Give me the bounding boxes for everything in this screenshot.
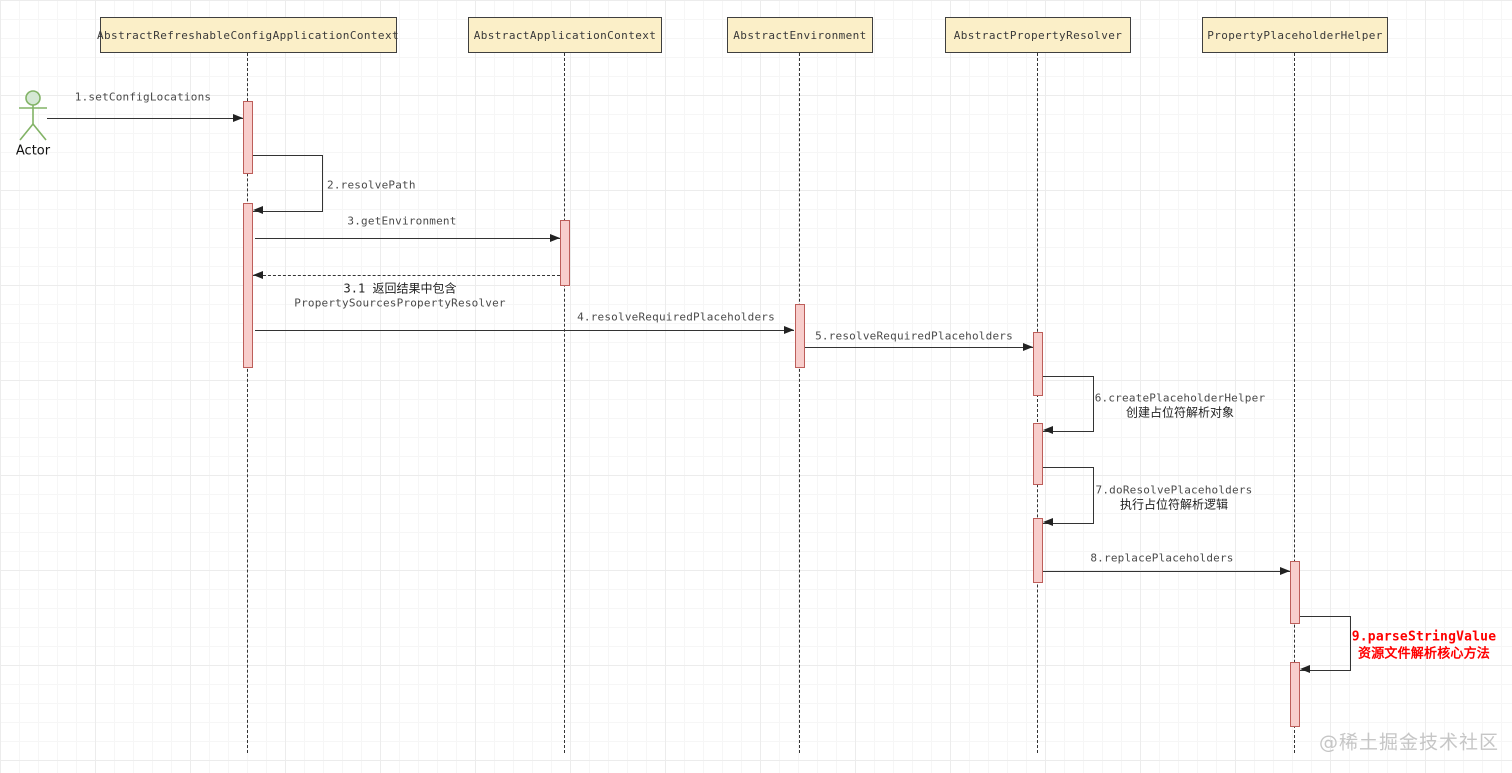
- arrowhead-message-1: [233, 114, 243, 122]
- message-label-9-sub: 资源文件解析核心方法: [1357, 646, 1491, 662]
- lifeline-line-4: [1294, 53, 1295, 753]
- activation-bar-3: [795, 304, 805, 368]
- message-7: [1043, 467, 1094, 524]
- lifeline-line-2: [799, 53, 800, 753]
- lifeline-header-3: AbstractPropertyResolver: [945, 17, 1131, 53]
- activation-bar-7: [1290, 561, 1300, 624]
- arrowhead-message-3-1: [253, 271, 263, 279]
- message-label-3-1-sub: PropertySourcesPropertyResolver: [294, 296, 506, 310]
- lifeline-header-label-1: AbstractApplicationContext: [473, 28, 657, 42]
- arrowhead-message-4: [784, 326, 794, 334]
- arrowhead-message-7: [1043, 518, 1053, 526]
- message-3: [255, 238, 560, 239]
- lifeline-header-2: AbstractEnvironment: [727, 17, 873, 53]
- message-label-4: 4.resolveRequiredPlaceholders: [577, 310, 775, 324]
- lifeline-header-0: AbstractRefreshableConfigApplicationCont…: [97, 17, 399, 53]
- activation-bar-4: [1033, 332, 1043, 396]
- message-label-3: 3.getEnvironment: [347, 214, 457, 228]
- message-3-1: [253, 275, 560, 276]
- message-label-8: 8.replacePlaceholders: [1090, 551, 1234, 565]
- arrowhead-message-2: [253, 206, 263, 214]
- lifeline-header-label-3: AbstractPropertyResolver: [953, 28, 1123, 42]
- message-label-7-sub: 执行占位符解析逻辑: [1119, 497, 1229, 512]
- activation-bar-8: [1290, 662, 1300, 727]
- message-9: [1300, 616, 1351, 671]
- actor-label: Actor: [15, 143, 51, 159]
- message-label-3-1: 3.1 返回结果中包含: [343, 281, 457, 296]
- watermark-text: @稀土掘金技术社区: [1318, 731, 1500, 754]
- message-8: [1043, 571, 1290, 572]
- message-label-9: 9.parseStringValue: [1351, 629, 1497, 645]
- message-label-5: 5.resolveRequiredPlaceholders: [815, 329, 1013, 343]
- lifeline-header-4: PropertyPlaceholderHelper: [1202, 17, 1388, 53]
- lifeline-line-3: [1037, 53, 1038, 753]
- activation-bar-0: [243, 101, 253, 174]
- activation-bar-2: [560, 220, 570, 286]
- lifeline-header-label-2: AbstractEnvironment: [733, 28, 867, 42]
- arrowhead-message-5: [1023, 343, 1033, 351]
- lifeline-line-0: [247, 53, 248, 753]
- message-5: [805, 347, 1033, 348]
- message-1: [47, 118, 243, 119]
- lifeline-header-label-0: AbstractRefreshableConfigApplicationCont…: [97, 28, 399, 42]
- arrowhead-message-6: [1043, 426, 1053, 434]
- activation-bar-5: [1033, 423, 1043, 485]
- lifeline-header-label-4: PropertyPlaceholderHelper: [1207, 28, 1383, 42]
- arrowhead-message-8: [1280, 567, 1290, 575]
- lifeline-header-1: AbstractApplicationContext: [468, 17, 662, 53]
- message-2: [253, 155, 323, 212]
- message-label-2: 2.resolvePath: [327, 178, 416, 192]
- message-4: [255, 330, 794, 331]
- actor-icon: [19, 90, 47, 141]
- arrowhead-message-3: [550, 234, 560, 242]
- message-label-7: 7.doResolvePlaceholders: [1095, 483, 1253, 497]
- message-label-1: 1.setConfigLocations: [74, 90, 212, 104]
- message-label-6: 6.createPlaceholderHelper: [1094, 391, 1266, 405]
- lifeline-line-1: [564, 53, 565, 753]
- activation-bar-1: [243, 203, 253, 368]
- arrowhead-message-9: [1300, 665, 1310, 673]
- message-label-6-sub: 创建占位符解析对象: [1125, 405, 1235, 420]
- activation-bar-6: [1033, 518, 1043, 583]
- message-6: [1043, 376, 1094, 432]
